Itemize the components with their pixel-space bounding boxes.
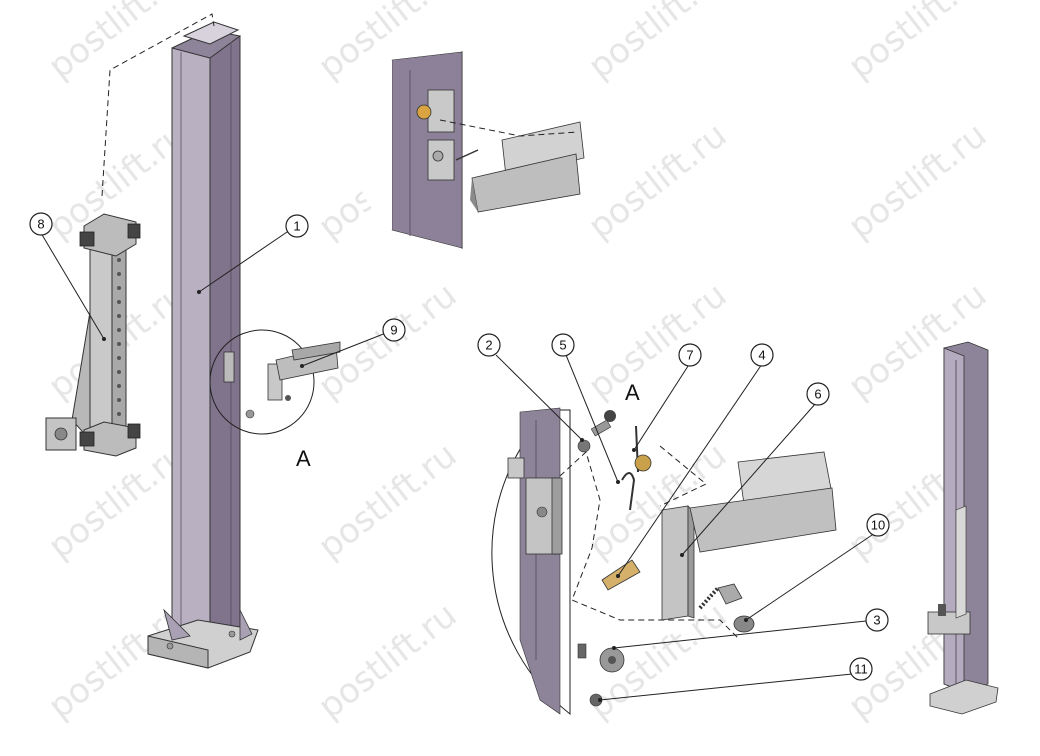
callout-6: 6 — [806, 382, 830, 406]
detail-top-view — [351, 51, 585, 249]
callout-number: 10 — [871, 518, 885, 533]
callout-9: 9 — [382, 318, 406, 342]
callout-number: 3 — [873, 613, 880, 628]
column-front-face — [171, 47, 211, 661]
view-label-a: A — [296, 446, 311, 471]
watermark: postlift.ru — [311, 435, 464, 567]
leader-lines — [40, 229, 876, 702]
small-column-view — [927, 341, 999, 715]
callout-3: 3 — [865, 608, 889, 632]
watermark: postlift.ru — [311, 275, 464, 407]
callout-5: 5 — [551, 333, 575, 357]
main-column — [147, 21, 259, 669]
watermark: postlift.ru — [841, 0, 994, 87]
bolt-stack — [577, 410, 616, 453]
watermark: postlift.ru — [581, 275, 734, 407]
callout-number: 4 — [758, 348, 765, 363]
watermark: postlift.ru — [581, 115, 734, 247]
detail-circle-a — [209, 329, 341, 435]
view-label-a: A — [625, 380, 640, 405]
callout-4: 4 — [750, 343, 774, 367]
watermark: postlift.ru — [311, 595, 464, 727]
column-side-face — [209, 35, 241, 661]
callout-10: 10 — [866, 513, 890, 537]
carriage — [45, 213, 141, 457]
callout-2: 2 — [477, 333, 501, 357]
callout-number: 8 — [37, 217, 44, 232]
callout-number: 6 — [814, 387, 821, 402]
watermark: postlift.ru — [581, 0, 734, 87]
callout-number: 9 — [390, 323, 397, 338]
watermark: postlift.ru — [841, 115, 994, 247]
watermark: postlift.ru — [41, 0, 194, 87]
callout-7: 7 — [678, 343, 702, 367]
callout-number: 2 — [485, 338, 492, 353]
watermark: postlift.ru — [41, 595, 194, 727]
callout-number: 11 — [854, 662, 868, 677]
callout-1: 1 — [285, 214, 309, 238]
assembly-guide-line — [101, 13, 215, 197]
callout-number: 5 — [559, 338, 566, 353]
callout-8: 8 — [29, 212, 53, 236]
callout-number: 1 — [293, 219, 300, 234]
callout-number: 7 — [686, 348, 693, 363]
callout-11: 11 — [849, 657, 873, 681]
